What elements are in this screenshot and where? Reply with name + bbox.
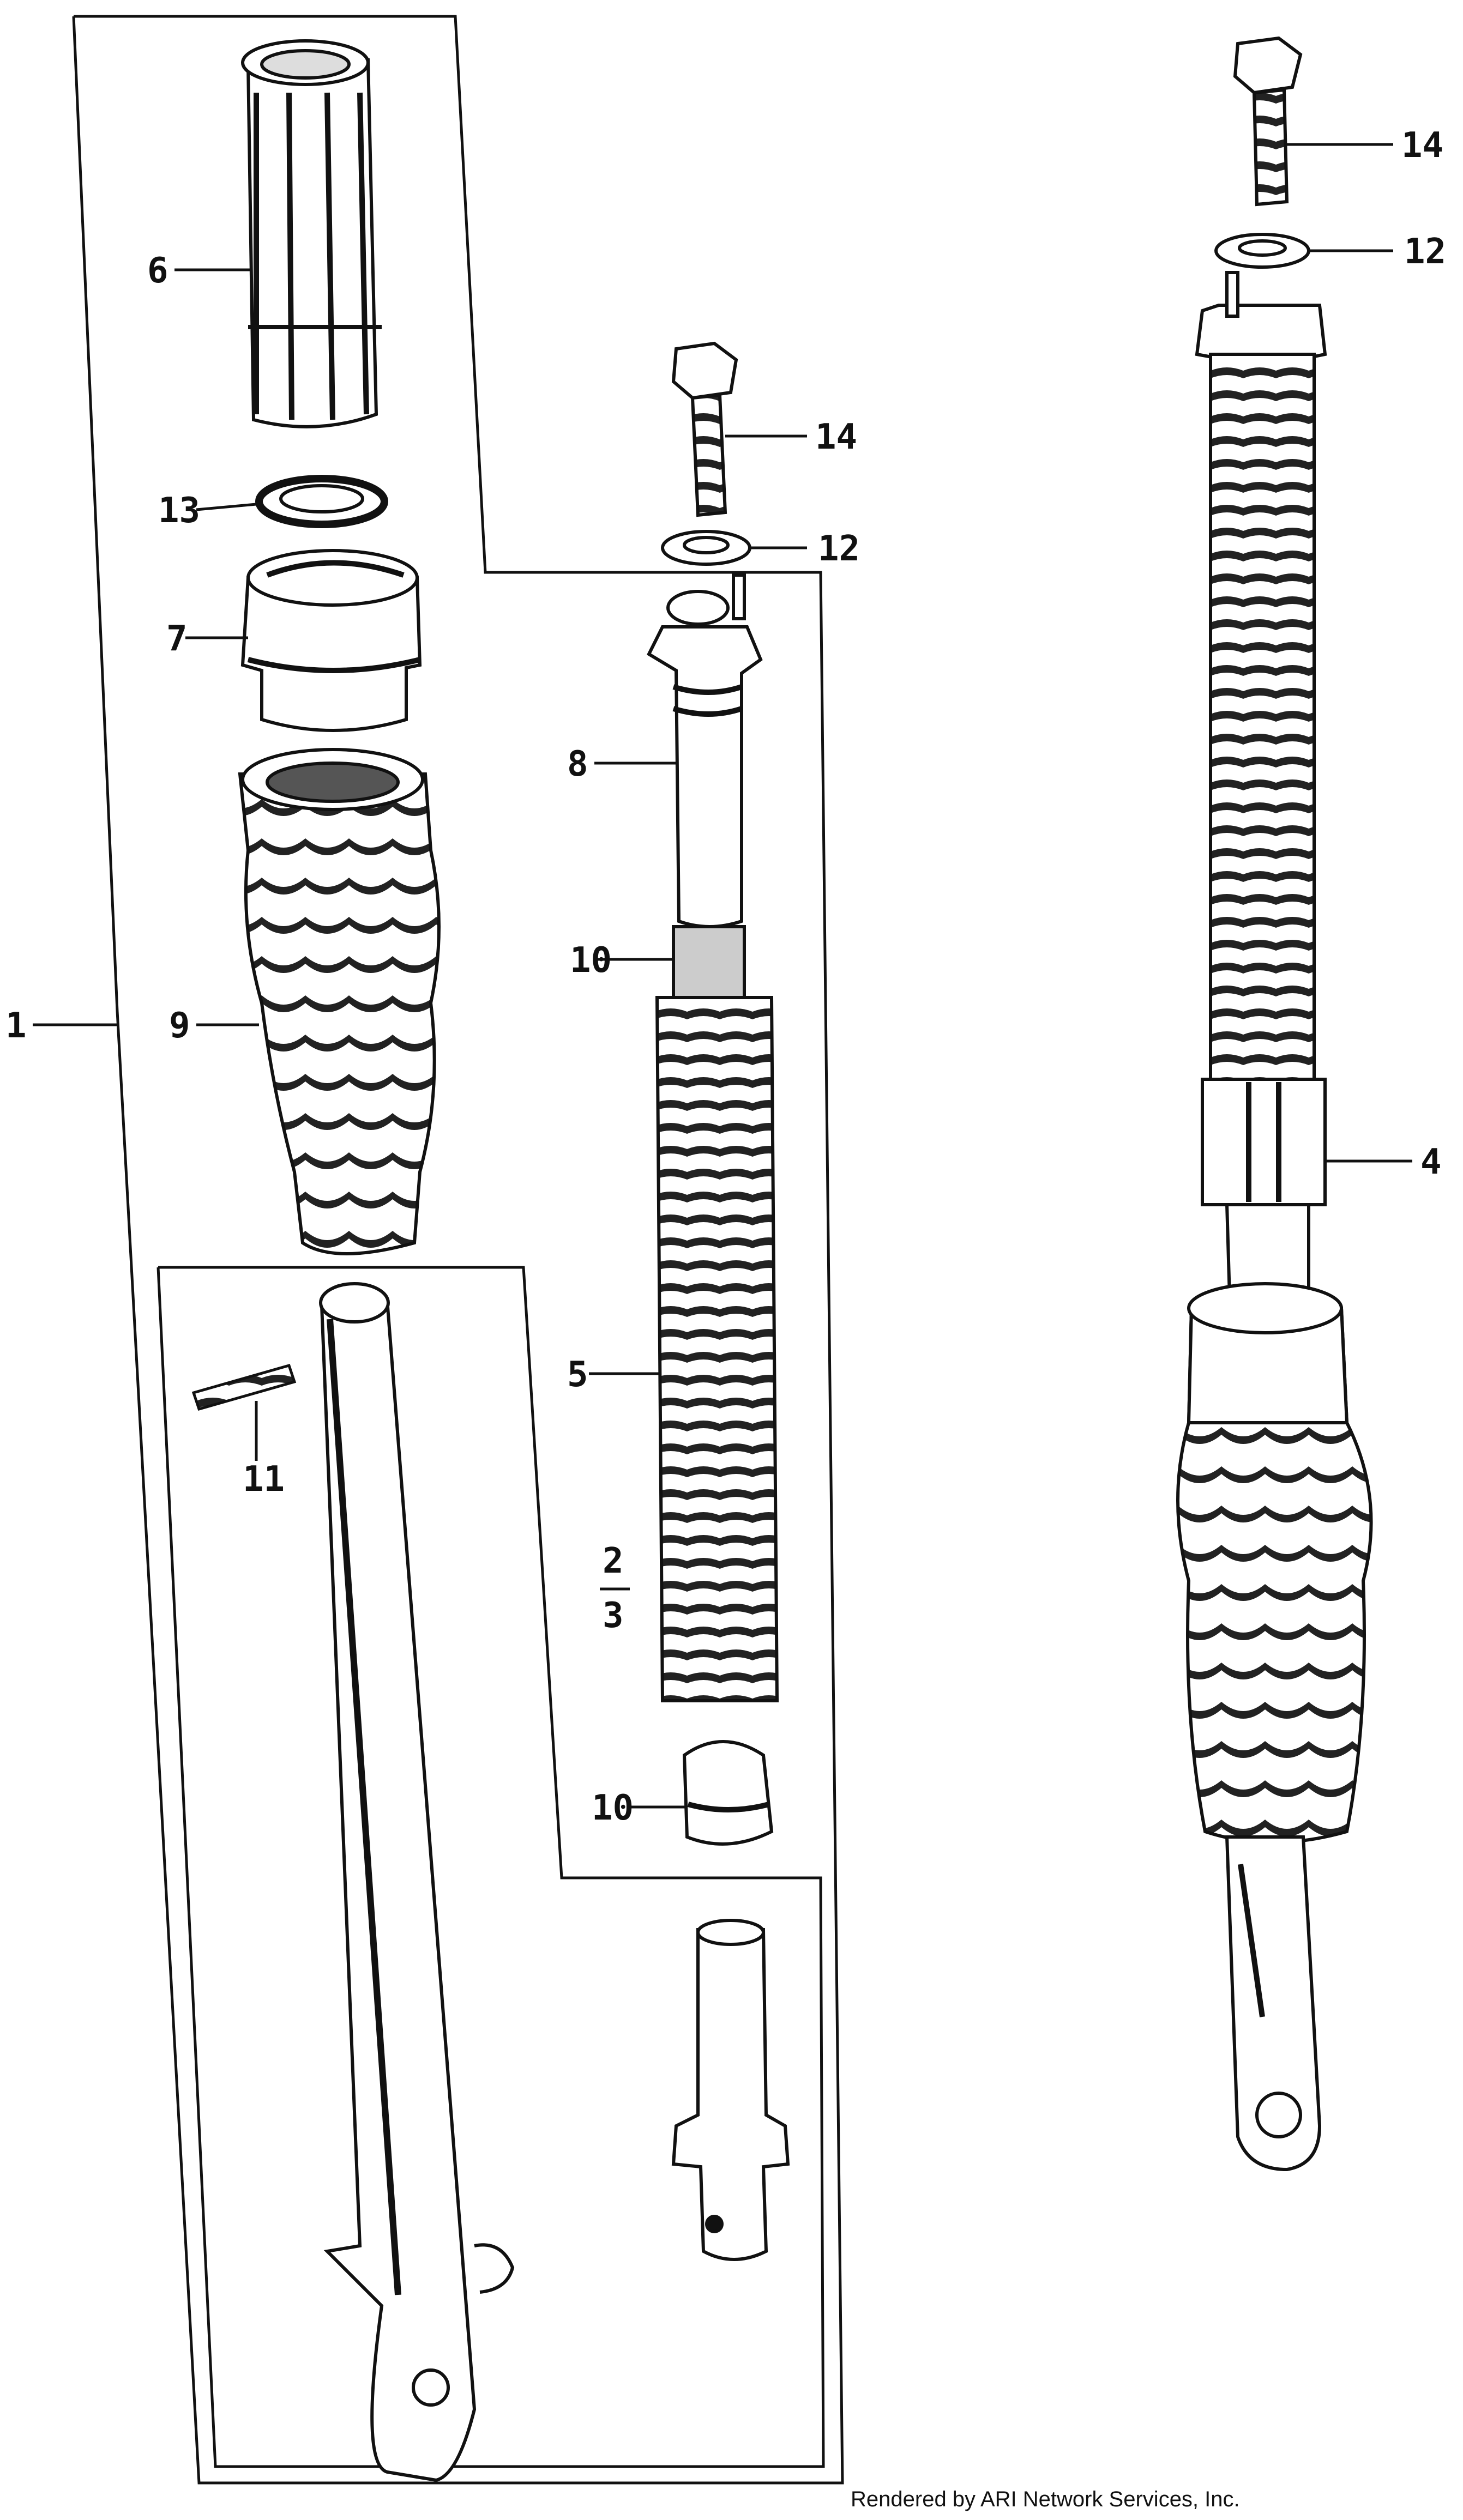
part-9-bellows-boot	[238, 748, 441, 1255]
label-part-8: 8	[567, 744, 588, 784]
callout-labels: 1 2 3 4 5 6 7 8 9 10 10 11 12 12 13 14 1…	[5, 125, 1446, 1828]
valve-assembly	[671, 1919, 790, 2261]
assembly-bracket-outer	[72, 15, 844, 2485]
assembly-bracket-inner	[156, 1266, 825, 2468]
label-part-10-lower: 10	[592, 1788, 634, 1828]
label-part-4: 4	[1420, 1142, 1442, 1182]
part-14-center-bolt	[671, 341, 738, 517]
label-part-11: 11	[243, 1459, 285, 1500]
label-part-7: 7	[166, 619, 188, 659]
credit-text: Rendered by ARI Network Services, Inc.	[851, 2487, 1240, 2511]
label-part-14-right: 14	[1401, 125, 1443, 166]
part-14-right-bolt	[1233, 36, 1303, 207]
label-part-13: 13	[158, 491, 200, 531]
part-10-upper-collar	[672, 925, 746, 999]
label-part-2: 2	[603, 1541, 624, 1581]
label-part-9: 9	[169, 1006, 190, 1046]
part-2-3-fork-slider	[319, 1282, 515, 2482]
part-11-pin	[191, 1363, 297, 1461]
label-part-12-center: 12	[818, 529, 860, 569]
part-5-main-spring	[655, 996, 779, 1702]
part-13-seal-ring	[255, 475, 388, 528]
label-part-12-right: 12	[1404, 232, 1446, 272]
part-10-lower-stopper	[682, 1740, 774, 1846]
part-7-cap	[240, 549, 422, 732]
label-part-10-upper: 10	[570, 940, 612, 981]
label-part-3: 3	[603, 1596, 624, 1636]
label-part-6: 6	[147, 251, 168, 291]
part-6-upper-cover	[241, 39, 382, 428]
part-12-right-washer	[1214, 233, 1310, 269]
label-part-1: 1	[5, 1006, 27, 1046]
part-12-center-washer	[661, 530, 751, 566]
part-8-damper-rod	[647, 573, 763, 928]
label-part-5: 5	[567, 1355, 588, 1395]
label-part-14-center: 14	[815, 417, 857, 457]
part-4-fork-assembly	[1176, 271, 1373, 2172]
leader-lines	[33, 143, 1412, 1809]
